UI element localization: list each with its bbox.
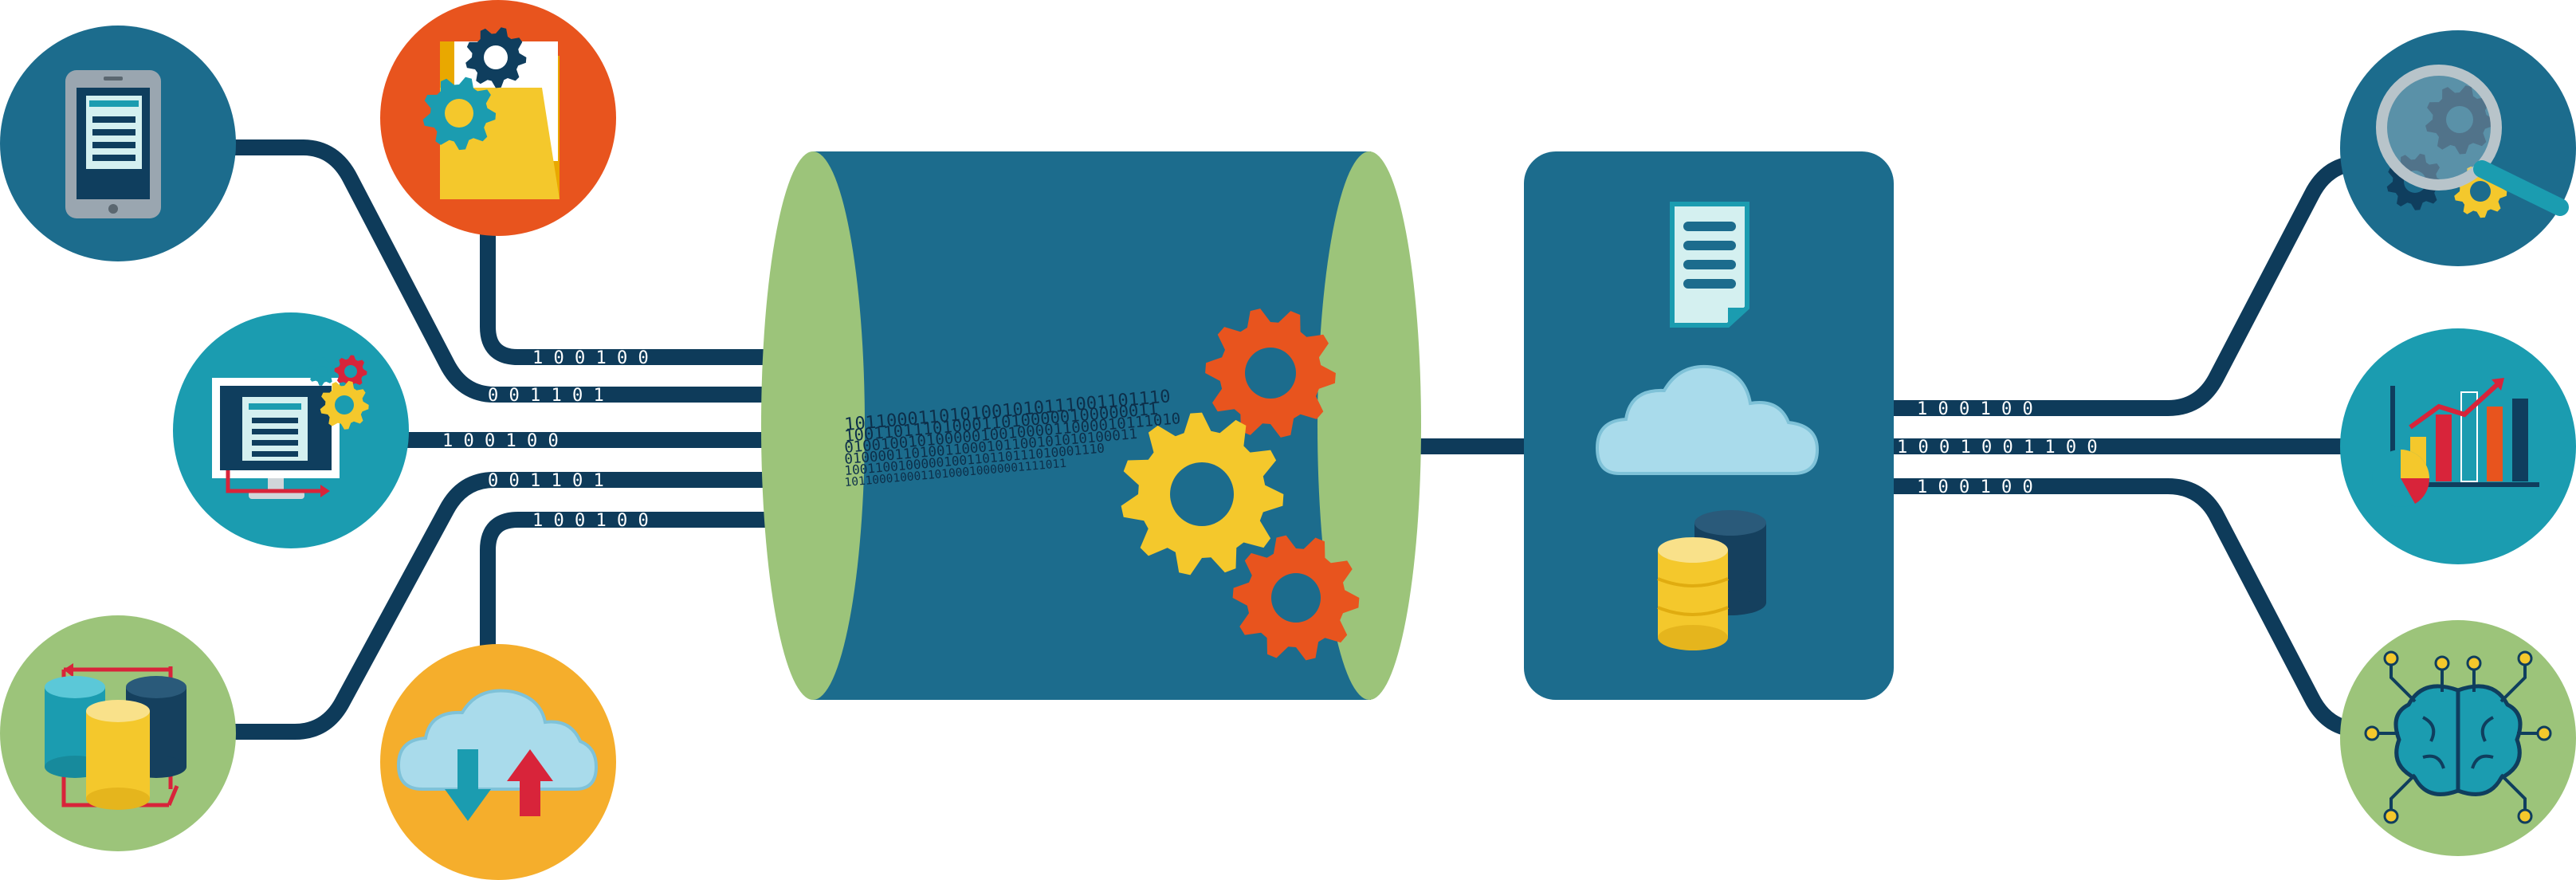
- source-mobile[interactable]: [0, 26, 236, 261]
- document-icon: [1670, 202, 1749, 328]
- connector-database: [231, 472, 765, 740]
- database-sync-icon: [45, 663, 187, 810]
- gear-hole: [335, 395, 354, 414]
- gear-hole: [344, 365, 357, 378]
- input-bit-labels: 1 0 0 1 0 0 0 0 1 1 0 1 1 0 0 1 0 0 0 0 …: [442, 348, 649, 531]
- bar-pie-chart-icon: [2372, 378, 2539, 507]
- database-icon: [1657, 510, 1766, 650]
- gear-hole: [2470, 181, 2491, 202]
- folder-gears-icon: [422, 27, 560, 199]
- processing-pipeline: 1011000110101001010111001101110100110111…: [761, 151, 1421, 700]
- out-bits-line-1: 1 0 0 1 0 0: [1917, 399, 2033, 419]
- connector-folder: [480, 231, 765, 365]
- input-connectors: [231, 139, 765, 740]
- bits-line-3: 1 0 0 1 0 0: [442, 431, 559, 451]
- connector-mobile: [231, 139, 765, 403]
- source-computer[interactable]: [173, 312, 409, 548]
- source-cloud-transfer[interactable]: [380, 644, 616, 880]
- pipeline-inlet: [761, 151, 865, 700]
- bits-line-4: 0 0 1 1 0 1: [488, 471, 604, 491]
- gear-hole: [484, 45, 508, 69]
- output-charts[interactable]: [2340, 328, 2576, 564]
- connector-analytics: [1893, 155, 2383, 416]
- bits-line-5: 1 0 0 1 0 0: [532, 511, 649, 531]
- connector-cloud: [480, 512, 765, 646]
- magnifier-gears-icon: [2376, 65, 2569, 218]
- output-bit-labels: 1 0 0 1 0 0 1 0 0 1 0 0 1 1 0 0 1 0 0 1 …: [1897, 399, 2098, 497]
- bits-line-1: 1 0 0 1 0 0: [532, 348, 649, 368]
- output-ai-brain[interactable]: [2340, 620, 2576, 856]
- out-bits-line-2: 1 0 0 1 0 0 1 1 0 0: [1897, 438, 2098, 458]
- circuit-brain-icon: [2364, 650, 2552, 824]
- gear-hole: [2446, 106, 2473, 133]
- monitor-gears-icon: [212, 355, 369, 499]
- gear-hole: [445, 99, 473, 128]
- output-analytics-search[interactable]: [2340, 30, 2576, 266]
- gear-hole: [316, 366, 328, 377]
- gears-icon: [1121, 308, 1360, 661]
- out-bits-line-3: 1 0 0 1 0 0: [1917, 477, 2033, 497]
- gear-hole: [1170, 462, 1234, 526]
- cloud-icon: [1595, 364, 1820, 475]
- source-folder[interactable]: [380, 0, 616, 236]
- connector-ai: [1893, 478, 2383, 737]
- tablet-document-icon: [65, 70, 161, 218]
- source-database-sync[interactable]: [0, 615, 236, 851]
- cloud-upload-download-icon: [396, 689, 599, 821]
- bits-line-2: 0 0 1 1 0 1: [488, 386, 604, 406]
- gear-hole: [1271, 573, 1321, 623]
- storage-panel: [1524, 151, 1894, 700]
- gear-hole: [1245, 348, 1296, 399]
